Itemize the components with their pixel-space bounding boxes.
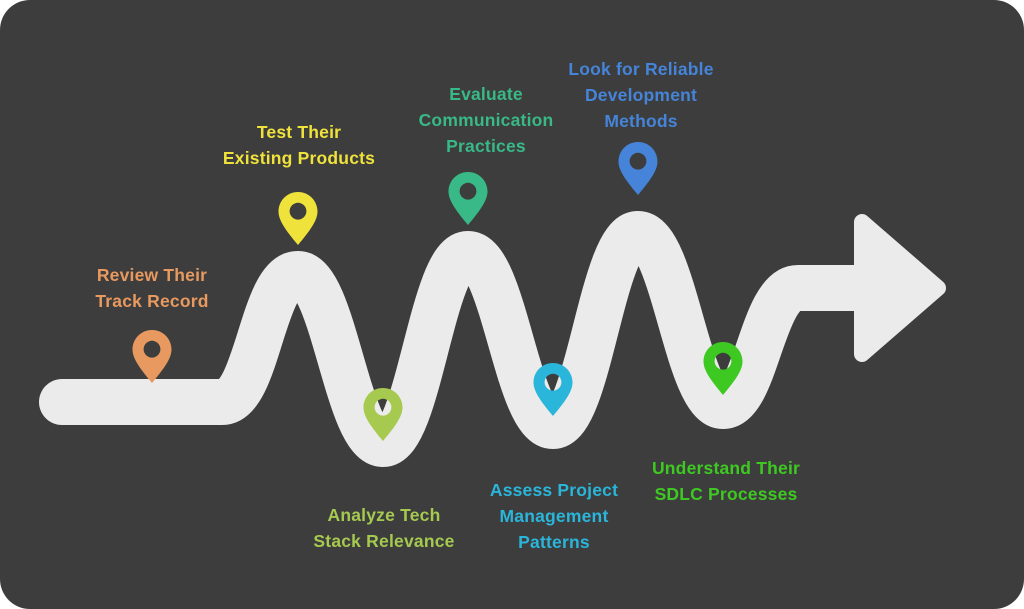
pin-shape (448, 172, 488, 225)
pin-shape (703, 342, 743, 395)
pin-shape (278, 192, 318, 245)
map-pin-icon-step-5 (533, 363, 573, 416)
step-label-review-track-record: Review Their Track Record (95, 265, 209, 311)
map-pin-icon-step-1 (132, 330, 172, 383)
pin-shape (533, 363, 573, 416)
pin-shape (132, 330, 172, 383)
step-label-analyze-tech-stack: Analyze Tech Stack Relevance (313, 505, 455, 551)
step-label-test-existing-products: Test Their Existing Products (222, 122, 376, 168)
step-label-assess-project-management: Assess Project Management Patterns (489, 480, 619, 552)
step-label-understand-sdlc: Understand Their SDLC Processes (651, 458, 801, 504)
road-line (39, 211, 891, 467)
pin-shape (618, 142, 658, 195)
map-pin-icon-step-3 (363, 388, 403, 441)
arrow-head-icon (854, 214, 946, 362)
step-label-evaluate-communication: Evaluate Communication Practices (418, 84, 554, 156)
map-pin-icon-step-4 (448, 172, 488, 225)
pin-shape (363, 388, 403, 441)
map-pin-icon-step-6 (618, 142, 658, 195)
step-label-reliable-development-methods: Look for Reliable Development Methods (568, 59, 714, 131)
map-pin-icon-step-2 (278, 192, 318, 245)
map-pin-icon-step-7 (703, 342, 743, 395)
